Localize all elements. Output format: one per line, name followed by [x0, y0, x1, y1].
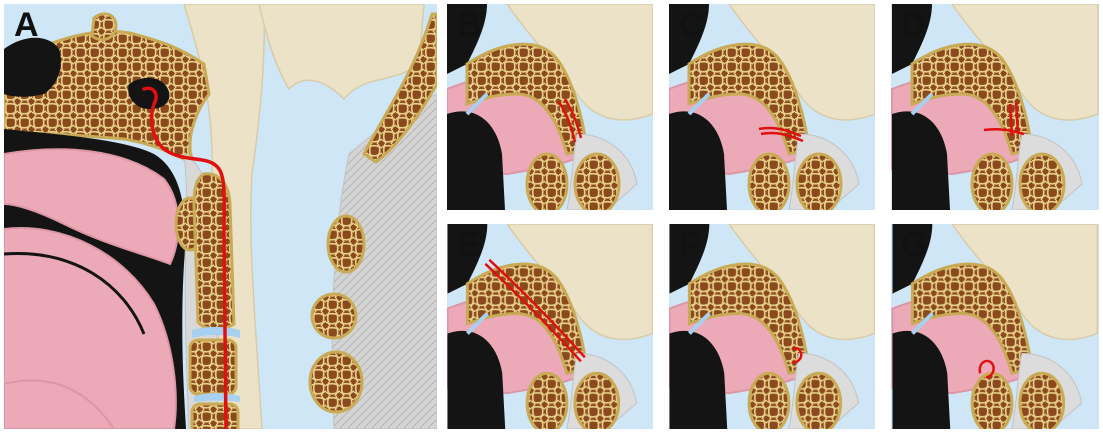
panel-f-illustration	[669, 224, 875, 429]
panel-c: C	[669, 4, 875, 210]
panel-f: F	[669, 224, 875, 429]
spinous-process-2	[312, 294, 356, 338]
panel-label-b: B	[457, 8, 482, 42]
panel-label-g: G	[901, 228, 927, 262]
panel-b: B	[447, 4, 653, 210]
panel-label-a: A	[14, 8, 39, 42]
panel-label-e: E	[457, 228, 480, 262]
spinous-process-3	[310, 352, 362, 412]
dens-c2	[194, 174, 234, 329]
panel-e: E	[447, 224, 653, 429]
cerebellum	[259, 4, 424, 99]
panel-g: G	[891, 224, 1099, 429]
panel-a-illustration	[4, 4, 437, 429]
panel-label-d: D	[901, 8, 926, 42]
c3-vertebra	[190, 340, 236, 394]
panel-label-f: F	[679, 228, 700, 262]
c4-vertebra	[192, 404, 238, 429]
sella	[92, 14, 116, 40]
panel-label-c: C	[679, 8, 704, 42]
panel-d: D	[891, 4, 1099, 210]
spinous-process-1	[328, 216, 364, 272]
panel-a: A	[4, 4, 437, 429]
